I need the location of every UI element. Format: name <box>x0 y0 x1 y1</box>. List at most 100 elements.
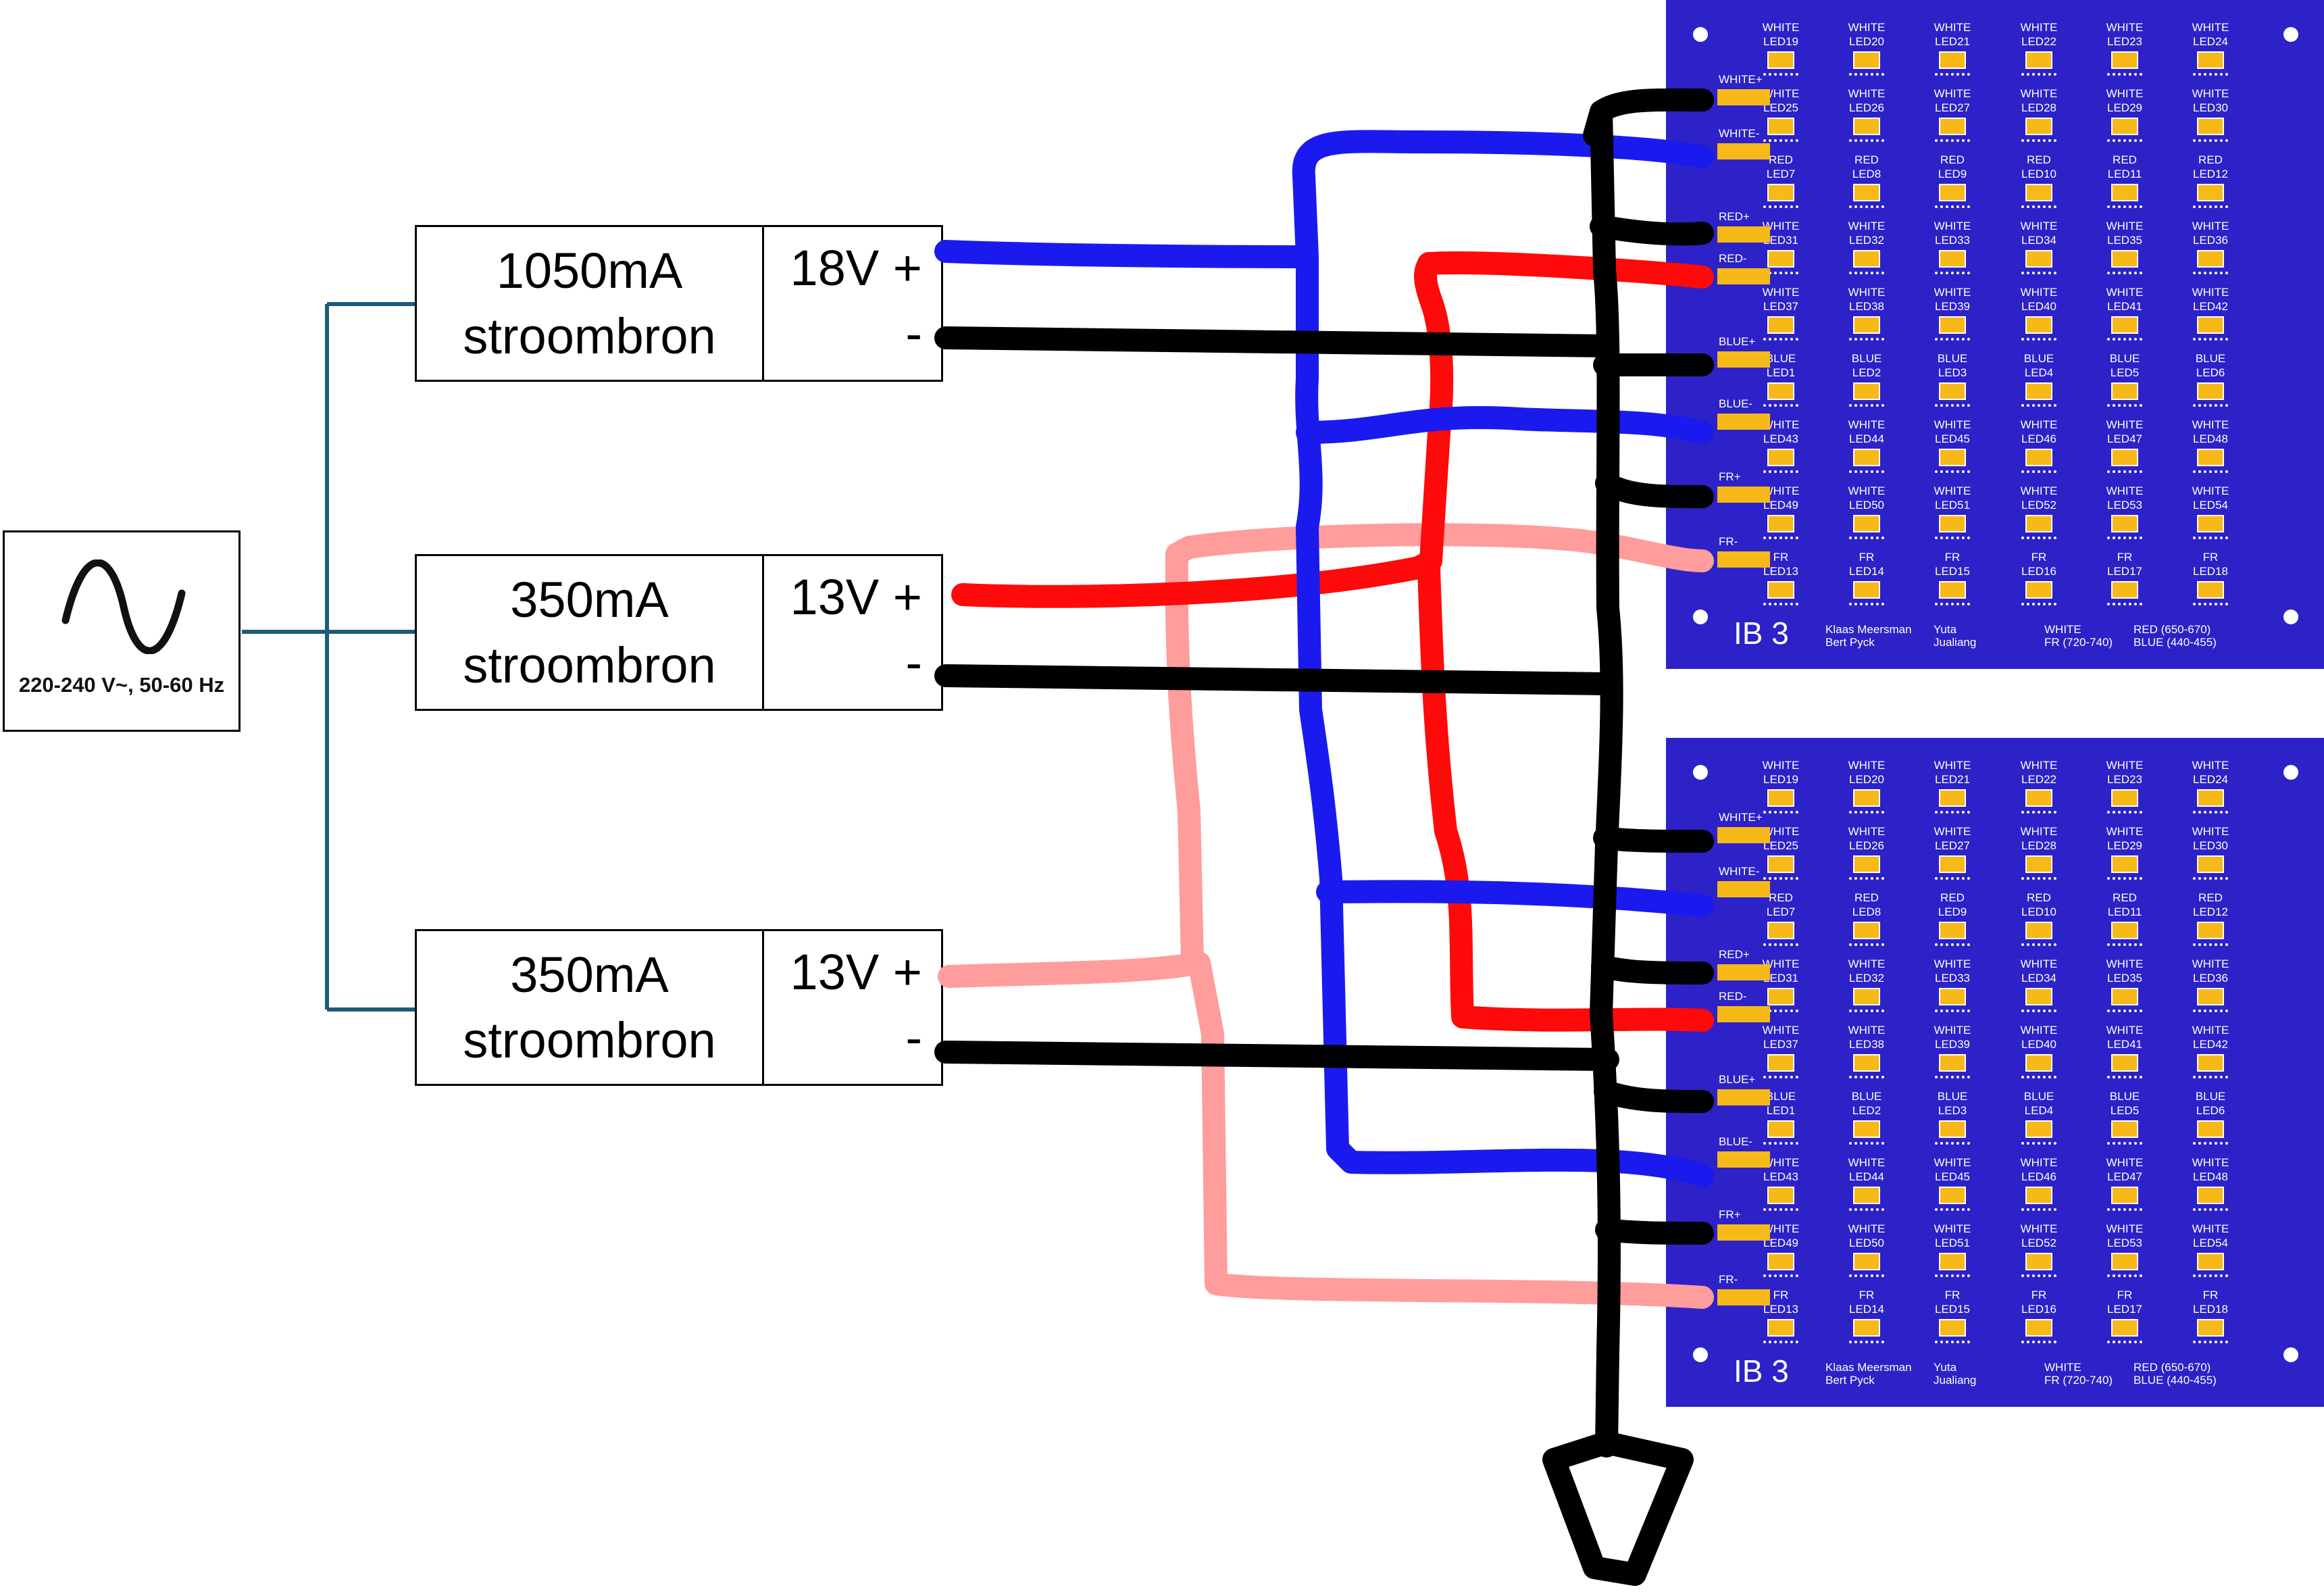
led-pad <box>2025 382 2052 400</box>
led-dots <box>2193 943 2228 949</box>
led-dots <box>1763 338 1798 343</box>
led-pad <box>2025 1253 2052 1270</box>
led-type-label: WHITE <box>2020 220 2058 232</box>
led-dots <box>2107 943 2142 949</box>
led-type-label: WHITE <box>2106 418 2144 431</box>
led-type-label: WHITE <box>2106 1156 2144 1169</box>
led-type-label: BLUE <box>2109 1090 2140 1103</box>
led-pad <box>1853 988 1880 1005</box>
led-type-label: WHITE <box>1934 825 1971 838</box>
led-type-label: FR <box>2202 1289 2219 1301</box>
led-type-label: WHITE <box>2192 286 2229 299</box>
led-name-label: LED11 <box>2107 168 2142 180</box>
led-dots <box>2021 1142 2056 1147</box>
led-name-label: LED52 <box>2021 499 2056 512</box>
led-type-label: WHITE <box>1762 1156 1800 1169</box>
led-pad <box>2025 581 2052 599</box>
led-pad <box>1767 855 1794 873</box>
led-name-label: LED48 <box>2193 1170 2228 1183</box>
led-dots <box>2021 1076 2056 1081</box>
led-pad <box>2025 1120 2052 1138</box>
led-type-label: WHITE <box>2192 759 2229 772</box>
led-dots <box>1935 877 1970 882</box>
led-type-label: WHITE <box>2020 286 2058 299</box>
led-pad <box>2111 51 2138 69</box>
mounting-hole <box>2283 1347 2298 1362</box>
terminal-label: RED- <box>1719 990 1747 1003</box>
led-pad <box>1767 515 1794 532</box>
led-name-label: LED14 <box>1849 1303 1884 1316</box>
led-type-label: FR <box>1859 551 1875 564</box>
led-type-label: WHITE <box>1762 220 1800 232</box>
led-name-label: LED13 <box>1763 1303 1798 1316</box>
led-name-label: LED10 <box>2021 168 2056 180</box>
led-type-label: WHITE <box>1848 1222 1886 1235</box>
led-dots <box>1935 1010 1970 1015</box>
led-type-label: BLUE <box>2023 352 2054 365</box>
led-name-label: LED10 <box>2021 905 2056 918</box>
credit-line: BLUE (440-455) <box>2133 636 2217 649</box>
led-name-label: LED23 <box>2107 35 2142 48</box>
led-dots <box>2021 877 2056 882</box>
led-type-label: WHITE <box>1762 21 1800 34</box>
led-pad <box>2197 316 2224 334</box>
led-name-label: LED54 <box>2193 499 2228 512</box>
led-dots <box>1935 1341 1970 1346</box>
led-name-label: LED36 <box>2193 972 2228 985</box>
led-type-label: WHITE <box>1762 825 1800 838</box>
led-pad <box>2025 789 2052 807</box>
led-pad <box>1767 1120 1794 1138</box>
led-pad <box>1939 1253 1966 1270</box>
led-dots <box>2193 205 2228 211</box>
led-name-label: LED44 <box>1849 432 1884 445</box>
led-dots <box>1763 943 1798 949</box>
led-type-label: WHITE <box>1848 87 1886 100</box>
led-dots <box>2107 338 2142 343</box>
led-name-label: LED38 <box>1849 1038 1884 1051</box>
led-type-label: RED <box>1854 891 1879 904</box>
led-type-label: WHITE <box>2106 87 2144 100</box>
led-dots <box>1935 943 1970 949</box>
source-terminals: 13V + - <box>764 556 941 709</box>
source-minus-terminal: - <box>905 634 922 691</box>
led-pad <box>2025 988 2052 1005</box>
source-name: stroombron <box>463 308 716 364</box>
board-title: IB 3 <box>1734 616 1789 651</box>
led-name-label: LED28 <box>2021 839 2056 852</box>
led-type-label: WHITE <box>1762 484 1800 497</box>
led-dots <box>1935 470 1970 476</box>
led-name-label: LED42 <box>2193 300 2228 313</box>
led-dots <box>2107 1208 2142 1214</box>
led-type-label: BLUE <box>1937 1090 1968 1103</box>
led-dots <box>2021 811 2056 816</box>
led-name-label: LED20 <box>1849 773 1884 786</box>
led-pad <box>2111 118 2138 135</box>
led-pad <box>1767 184 1794 201</box>
terminal-pad <box>1717 414 1770 430</box>
led-pad <box>1939 51 1966 69</box>
led-name-label: LED41 <box>2107 1038 2142 1051</box>
led-type-label: FR <box>1859 1289 1875 1301</box>
led-dots <box>1763 73 1798 78</box>
led-name-label: LED28 <box>2021 101 2056 114</box>
credit-line: WHITE <box>2044 623 2081 636</box>
led-type-label: WHITE <box>1934 1222 1971 1235</box>
led-pad <box>2111 855 2138 873</box>
led-pad <box>1939 515 1966 532</box>
led-name-label: LED6 <box>2196 366 2225 379</box>
led-dots <box>2107 470 2142 476</box>
led-dots <box>2193 139 2228 145</box>
